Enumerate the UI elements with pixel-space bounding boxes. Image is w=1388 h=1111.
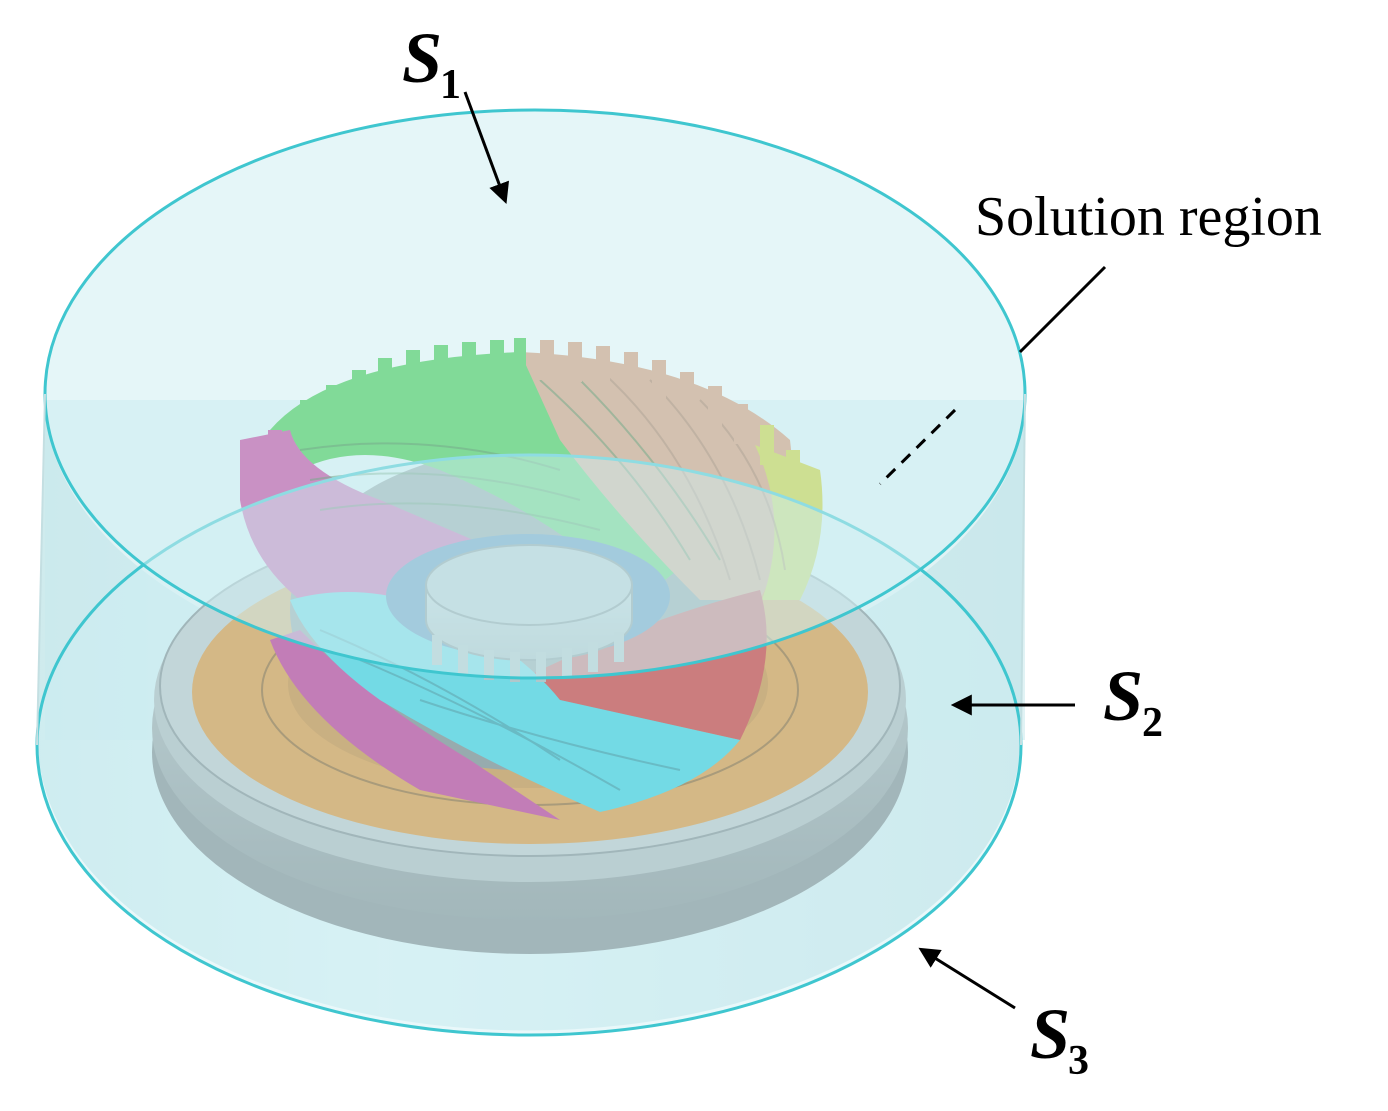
annotations: S 1 Solution region S 2 S 3 [402, 18, 1322, 1084]
leader-solution-region [1018, 265, 1107, 354]
svg-text:S: S [402, 18, 442, 98]
blade-group-magenta-lower [270, 630, 560, 820]
svg-text:1: 1 [440, 62, 461, 108]
label-s1: S 1 [402, 18, 461, 108]
svg-text:2: 2 [1142, 700, 1163, 746]
domain-outlines [35, 108, 1027, 1037]
arrow-s1 [463, 91, 510, 204]
svg-text:S: S [1030, 994, 1070, 1074]
label-s2: S 2 [1103, 656, 1163, 746]
domain-right-edge [1020, 393, 1026, 746]
svg-text:3: 3 [1068, 1038, 1089, 1084]
label-s3: S 3 [1030, 994, 1089, 1084]
domain-top-ellipse [43, 108, 1027, 680]
svg-text:S: S [1103, 656, 1143, 736]
label-solution-region: Solution region [975, 186, 1322, 248]
leader-solution-region-dashed [878, 408, 957, 486]
arrow-s3 [918, 947, 1016, 1010]
domain-left-edge [36, 393, 46, 746]
